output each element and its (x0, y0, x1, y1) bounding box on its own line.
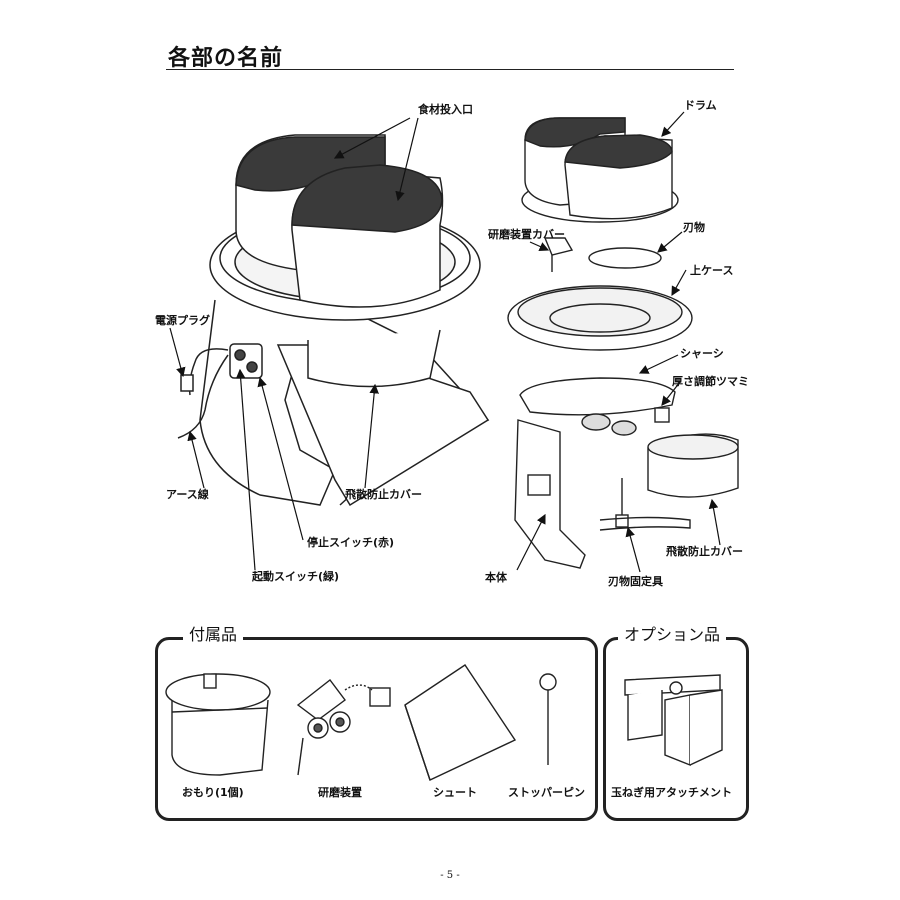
label-upper-case: 上ケース (690, 264, 734, 277)
title-underline (166, 69, 734, 70)
assembled-machine-drawing (177, 134, 490, 507)
label-ground-wire: アース線 (166, 488, 209, 501)
label-blade-fixture: 刃物固定具 (608, 575, 663, 588)
option-onion-attachment: 玉ねぎ用アタッチメント (611, 786, 732, 799)
accessories-panel (155, 637, 598, 821)
label-arrows (169, 111, 721, 573)
label-food-inlet: 食材投入口 (418, 103, 473, 116)
page-title: 各部の名前 (168, 46, 284, 71)
label-thickness-knob: 厚さ調節ツマミ (672, 375, 749, 388)
accessory-stopper-pin: ストッパーピン (508, 786, 585, 799)
label-start-switch: 起動スイッチ(緑) (252, 570, 340, 583)
label-splash-guard: 飛散防止カバー (345, 488, 422, 501)
options-title: オプション品 (618, 627, 727, 643)
page-number: - 5 - (440, 870, 460, 881)
label-stop-switch: 停止スイッチ(赤) (307, 536, 395, 549)
accessory-grinder: 研磨装置 (318, 786, 362, 799)
label-power-plug: 電源プラグ (155, 314, 210, 327)
label-grinder-cover: 研磨装置カバー (488, 228, 565, 241)
exploded-view-drawing (507, 117, 739, 569)
label-blade: 刃物 (683, 221, 705, 234)
label-drum: ドラム (684, 99, 717, 112)
label-main-body: 本体 (485, 571, 507, 584)
accessory-chute: シュート (433, 786, 477, 799)
accessory-weight: おもり(1個) (182, 786, 244, 799)
label-splash-guard-right: 飛散防止カバー (666, 545, 743, 558)
accessories-title: 付属品 (183, 627, 244, 643)
accessory-drawings (165, 664, 723, 781)
label-chassis: シャーシ (680, 347, 724, 360)
